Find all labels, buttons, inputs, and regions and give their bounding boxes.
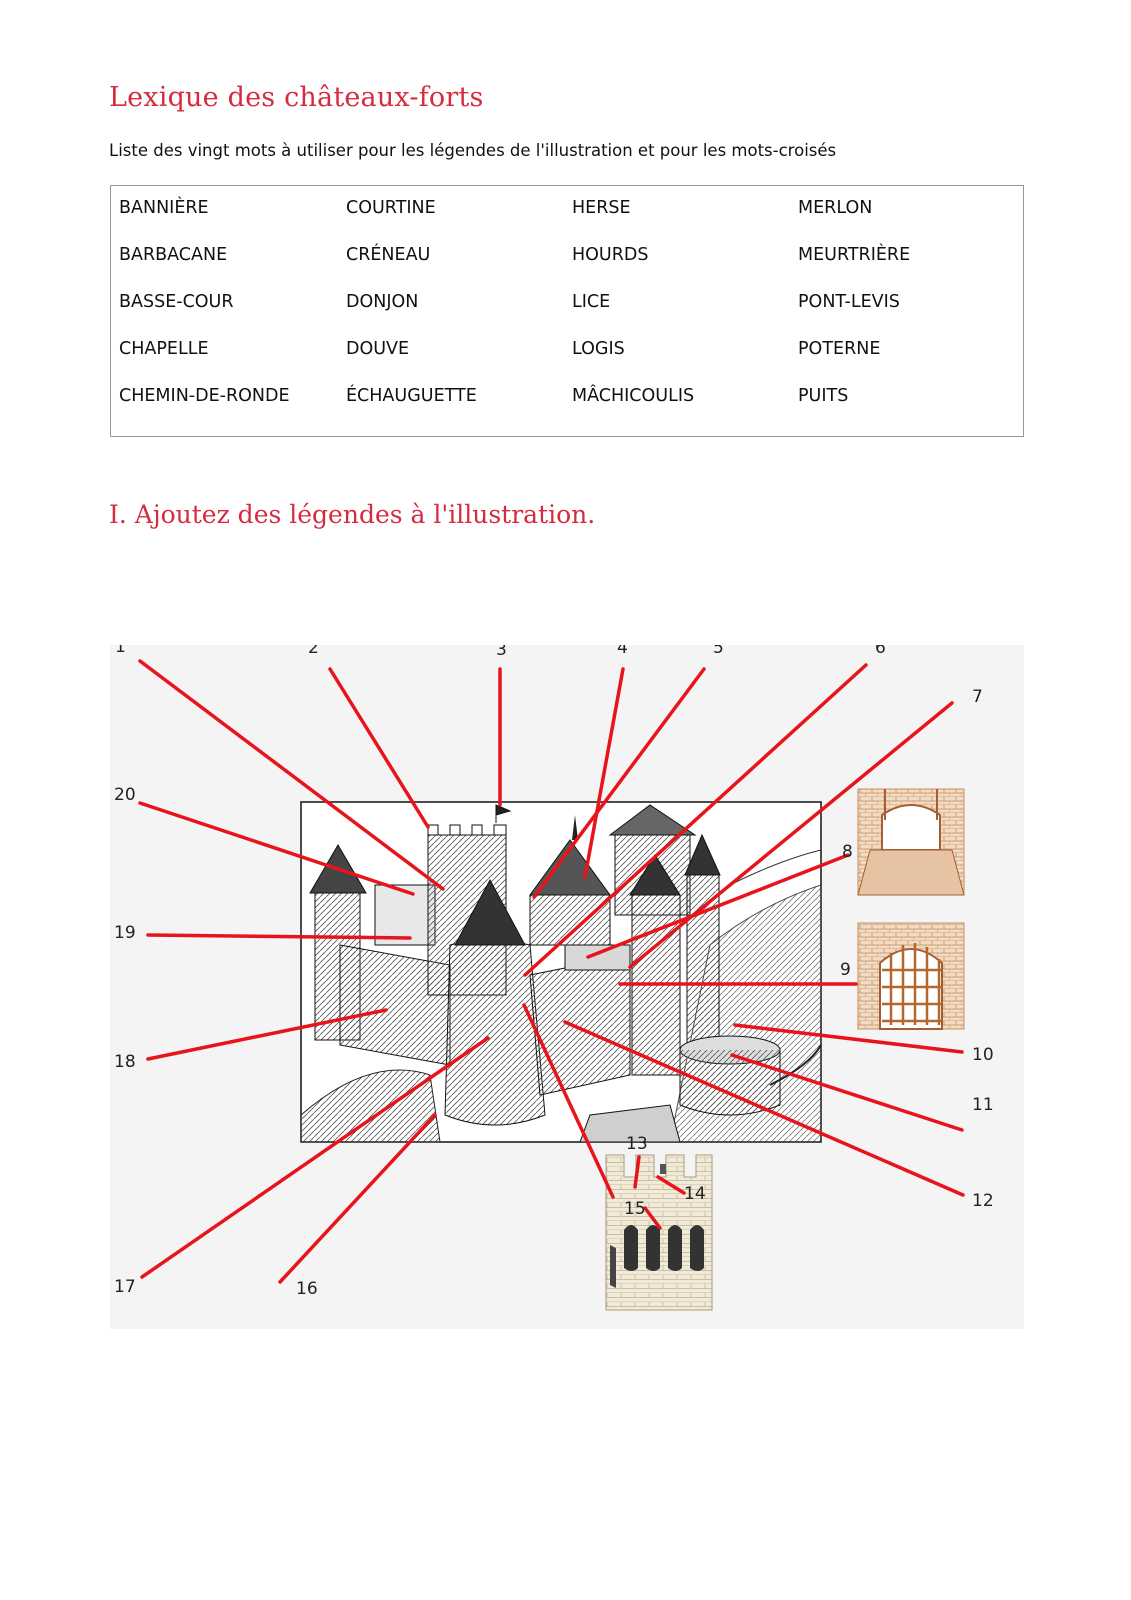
label-2: 2 [308,645,319,658]
label-5: 5 [713,645,724,658]
annotation-arrows [138,659,965,1284]
label-19: 19 [114,923,136,943]
castle-illustration: 1 2 3 4 5 6 7 8 9 10 11 12 13 14 15 16 1… [110,645,1024,1329]
label-18: 18 [114,1052,136,1072]
word-item: POTERNE [798,339,881,359]
castle-illustration-svg: 1 2 3 4 5 6 7 8 9 10 11 12 13 14 15 16 1… [114,645,994,1311]
page-subtitle: Liste des vingt mots à utiliser pour les… [109,141,837,160]
label-13: 13 [626,1134,648,1154]
word-item: BASSE-COUR [119,292,234,312]
word-list-box: BANNIÈRE COURTINE HERSE MERLON BARBACANE… [110,185,1024,437]
word-item: COURTINE [346,198,436,218]
word-item: BANNIÈRE [119,198,209,218]
word-item: MERLON [798,198,873,218]
word-item: PONT-LEVIS [798,292,900,312]
label-4: 4 [617,645,628,658]
section-title: I. Ajoutez des légendes à l'illustration… [109,500,596,529]
portcullis-inset [857,922,965,1030]
word-item: BARBACANE [119,245,228,265]
label-11: 11 [972,1095,994,1115]
word-item: MÂCHICOULIS [572,386,695,406]
word-item: LICE [572,292,611,312]
label-1: 1 [115,645,126,657]
word-item: CHEMIN-DE-RONDE [119,386,290,406]
word-item: HERSE [572,198,631,218]
label-17: 17 [114,1277,136,1297]
word-item: DONJON [346,292,419,312]
label-14: 14 [684,1184,706,1204]
label-20: 20 [114,785,136,805]
word-item: ÉCHAUGUETTE [346,386,477,406]
word-item: LOGIS [572,339,625,359]
word-item: MEURTRIÈRE [798,245,911,265]
word-item: CRÉNEAU [346,245,431,265]
label-numbers: 1 2 3 4 5 6 7 8 9 10 11 12 13 14 15 16 1… [114,645,994,1299]
label-12: 12 [972,1191,994,1211]
label-9: 9 [840,960,851,980]
label-7: 7 [972,687,983,707]
label-10: 10 [972,1045,994,1065]
word-item: CHAPELLE [119,339,209,359]
label-3: 3 [496,645,507,660]
word-item: PUITS [798,386,849,406]
label-8: 8 [842,842,853,862]
word-item: DOUVE [346,339,410,359]
castle-engraving [300,801,822,1143]
label-16: 16 [296,1279,318,1299]
label-15: 15 [624,1199,646,1219]
page-title: Lexique des châteaux-forts [109,82,484,113]
word-item: HOURDS [572,245,649,265]
drawbridge-inset [857,788,965,896]
word-grid: BANNIÈRE COURTINE HERSE MERLON BARBACANE… [119,196,1015,431]
label-6: 6 [875,645,886,658]
